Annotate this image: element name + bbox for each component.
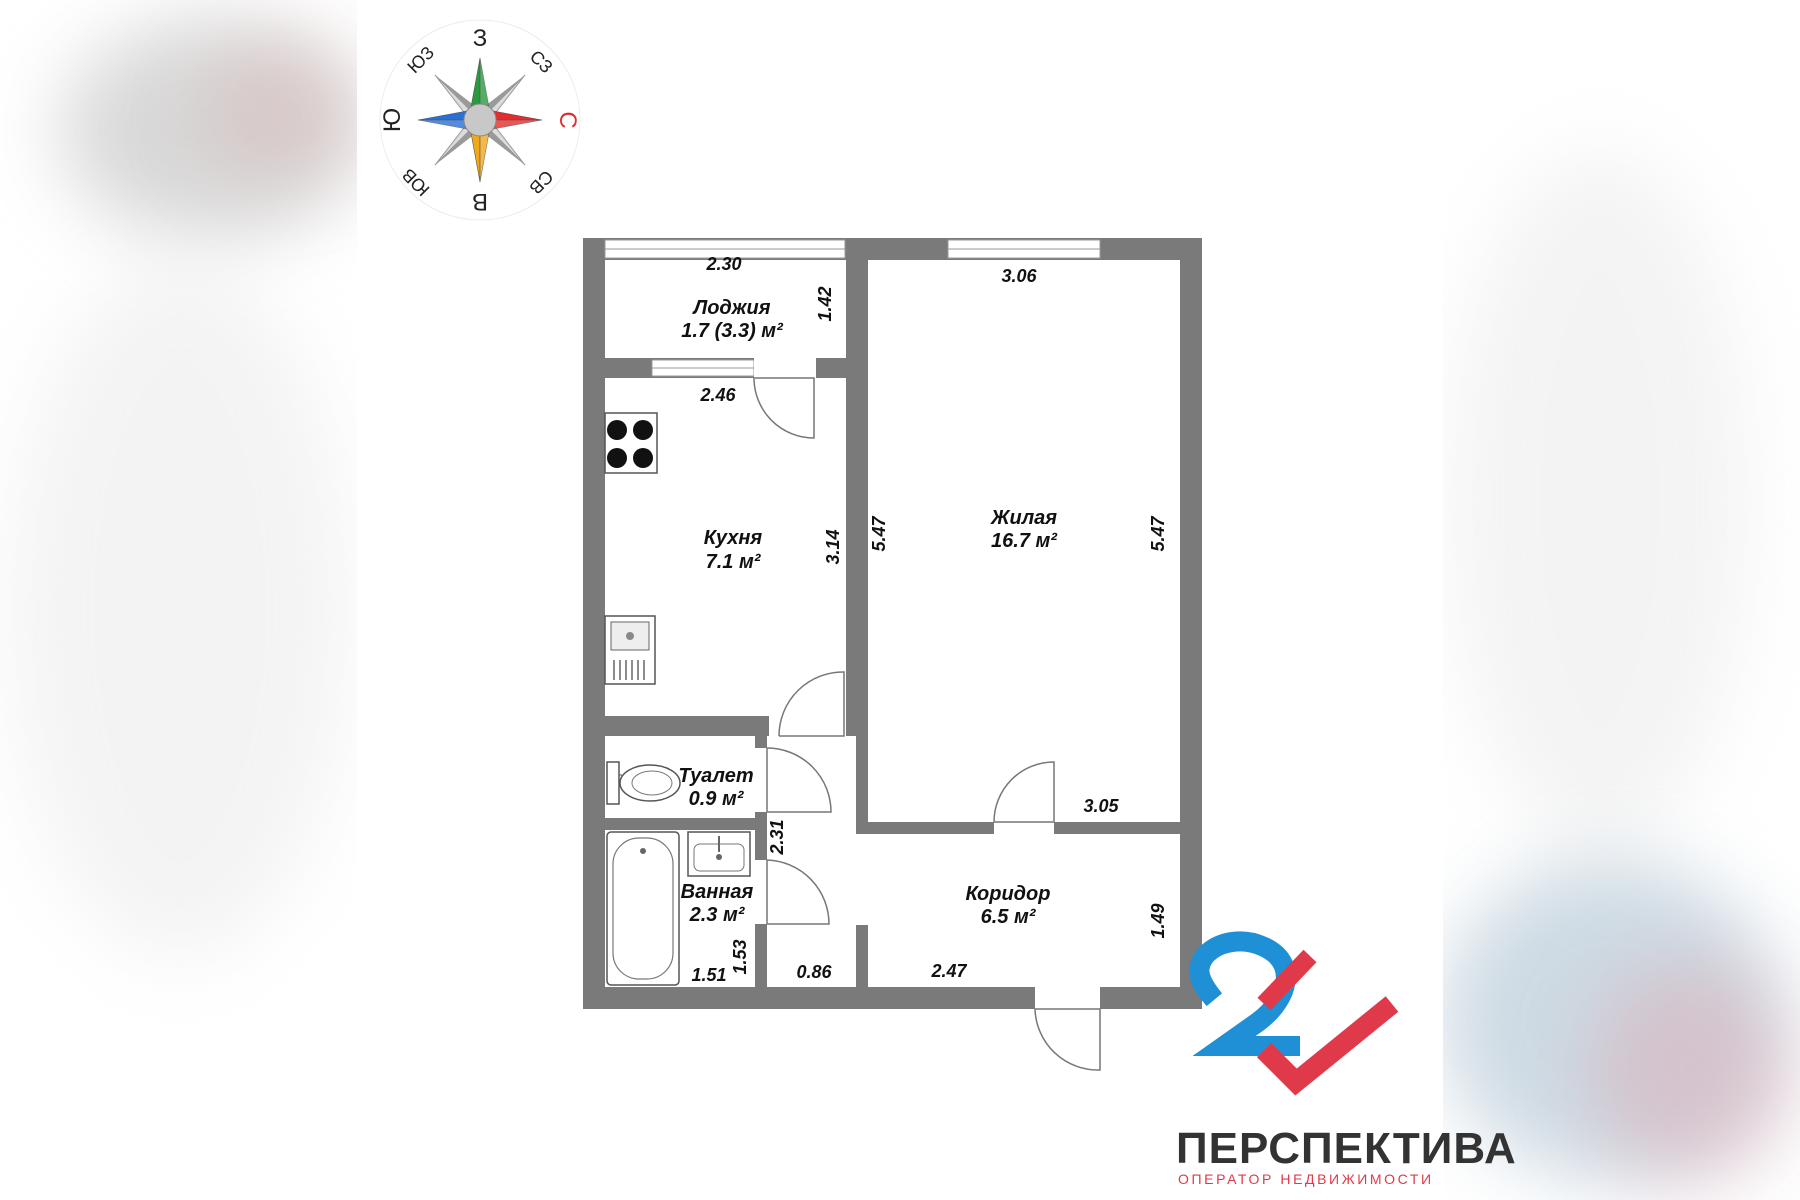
room-area-corridor: 6.5 м² bbox=[981, 906, 1037, 928]
dimension-living-top: 3.06 bbox=[1001, 266, 1037, 286]
room-name-corridor: Коридор bbox=[966, 883, 1051, 905]
brand-tagline: ОПЕРАТОР НЕДВИЖИМОСТИ bbox=[1178, 1171, 1434, 1187]
dimension-bath-height: 1.53 bbox=[730, 939, 750, 974]
room-name-toilet: Туалет bbox=[678, 765, 753, 787]
dimension-loggia-width: 2.30 bbox=[705, 254, 741, 274]
room-name-bathroom: Ванная bbox=[681, 881, 754, 903]
dimension-corridor-height: 1.49 bbox=[1148, 903, 1168, 938]
room-area-living: 16.7 м² bbox=[991, 530, 1058, 552]
room-area-kitchen: 7.1 м² bbox=[706, 551, 762, 573]
dimension-hall-height: 2.31 bbox=[767, 819, 787, 855]
doors bbox=[753, 358, 1101, 1071]
compass-label-south: Ю bbox=[379, 108, 406, 132]
room-area-toilet: 0.9 м² bbox=[689, 788, 745, 810]
dimension-hall-width: 0.86 bbox=[796, 962, 832, 982]
dimension-corridor-width: 2.47 bbox=[930, 961, 967, 981]
dimension-kitchen-height: 3.14 bbox=[823, 529, 843, 564]
room-name-kitchen: Кухня bbox=[704, 527, 763, 549]
bathtub-icon bbox=[606, 831, 680, 986]
windows bbox=[604, 239, 1101, 377]
room-name-living: Жилая bbox=[990, 507, 1057, 529]
background-blur bbox=[10, 260, 350, 960]
washbasin-icon bbox=[687, 831, 751, 877]
dimension-living-right: 5.47 bbox=[1148, 516, 1168, 552]
compass-label-north: С bbox=[554, 111, 581, 128]
room-area-bathroom: 2.3 м² bbox=[689, 904, 746, 926]
stove-icon bbox=[604, 412, 658, 474]
compass-label-east: В bbox=[472, 188, 488, 215]
room-name-loggia: Лоджия bbox=[691, 297, 770, 319]
brand-name: ПЕРСПЕКТИВА bbox=[1176, 1124, 1517, 1173]
dimension-bath-width: 1.51 bbox=[691, 965, 726, 985]
background-blur bbox=[1590, 960, 1790, 1180]
compass-label-west: З bbox=[473, 25, 488, 52]
background-blur bbox=[1450, 150, 1750, 850]
background-blur bbox=[200, 40, 360, 180]
brand-logo-icon bbox=[1189, 931, 1399, 1096]
room-area-loggia: 1.7 (3.3) м² bbox=[681, 320, 784, 342]
dimension-kitchen-top: 2.46 bbox=[699, 385, 736, 405]
sink-icon bbox=[604, 615, 656, 685]
dimension-living-left: 5.47 bbox=[869, 516, 889, 552]
compass-rose-icon bbox=[379, 19, 581, 221]
dimension-living-bottom: 3.05 bbox=[1083, 796, 1119, 816]
toilet-icon bbox=[606, 761, 681, 805]
dimension-loggia-depth: 1.42 bbox=[815, 286, 835, 321]
